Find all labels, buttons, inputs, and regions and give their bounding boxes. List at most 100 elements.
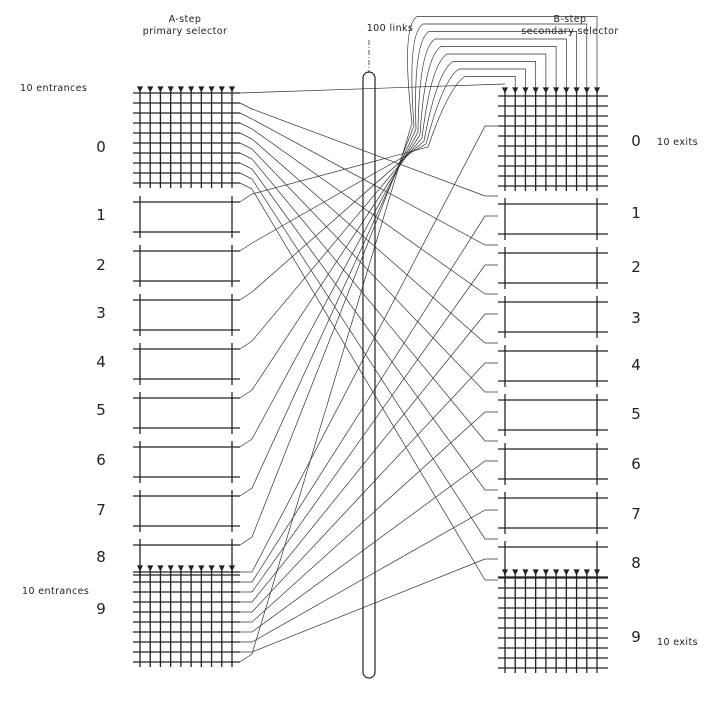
- b-selector-4: [498, 345, 608, 387]
- link-wire: [239, 182, 498, 581]
- a-selector-2: [133, 245, 240, 287]
- b-selector-number: 8: [631, 554, 641, 572]
- entrance-arrow-icon: [188, 565, 195, 572]
- b-selector-number: 4: [631, 356, 641, 374]
- entrance-arrow-icon: [542, 569, 549, 576]
- link-wire: [239, 132, 498, 344]
- a-selector-number: 0: [96, 138, 106, 156]
- link-wire: [239, 142, 498, 393]
- entrance-arrow-icon: [167, 86, 174, 93]
- b-selector-3: [498, 296, 608, 338]
- a-step-title: A-step: [169, 14, 202, 25]
- b-selector-number: 2: [631, 258, 641, 276]
- link-wire: [239, 122, 498, 295]
- link-wire: [239, 112, 498, 246]
- link-wire: [240, 460, 498, 633]
- entrance-arrow-icon: [157, 86, 164, 93]
- a-selector-3: [133, 294, 240, 336]
- b-selector-9: [498, 569, 608, 673]
- a-selector-5: [133, 392, 240, 434]
- link-wire: [240, 313, 498, 603]
- entrance-arrow-icon: [177, 86, 184, 93]
- a-selector-number: 8: [96, 548, 106, 566]
- link-bar: [362, 40, 376, 679]
- entrance-arrow-icon: [593, 569, 601, 576]
- link-wire: [239, 68, 526, 252]
- b-selector-number: 3: [631, 309, 641, 327]
- entrance-arrow-icon: [208, 565, 215, 572]
- a-step-subtitle: primary selector: [143, 26, 228, 37]
- link-wires: [239, 16, 598, 663]
- link-wire: [239, 16, 598, 663]
- b-selector-number: 6: [631, 455, 641, 473]
- entrance-arrow-icon: [542, 87, 549, 94]
- b-selector-number: 1: [631, 204, 641, 222]
- link-wire: [240, 362, 498, 613]
- entrance-arrow-icon: [573, 87, 580, 94]
- link-wire: [240, 215, 498, 583]
- entrances-top-label: 10 entrances: [20, 83, 87, 94]
- b-step-title: B-step: [554, 14, 587, 25]
- a-selector-number: 2: [96, 256, 106, 274]
- entrance-arrow-icon: [218, 86, 225, 93]
- entrance-arrow-icon: [147, 86, 154, 93]
- entrance-arrow-icon: [501, 87, 509, 94]
- link-wire: [240, 411, 498, 623]
- entrance-arrow-icon: [208, 86, 215, 93]
- selector-blocks: [133, 86, 608, 673]
- entrance-arrow-icon: [157, 565, 164, 572]
- a-selector-number: 4: [96, 353, 106, 371]
- b-selector-5: [498, 394, 608, 436]
- link-wire: [239, 53, 547, 350]
- entrance-arrow-icon: [228, 565, 236, 572]
- b-selector-number: 7: [631, 505, 641, 523]
- b-selector-6: [498, 443, 608, 485]
- b-selector-1: [498, 198, 608, 240]
- a-selector-number: 3: [96, 304, 106, 322]
- b-step-subtitle: secondary selector: [521, 26, 618, 37]
- exits-bottom-label: 10 exits: [657, 637, 698, 648]
- entrance-arrow-icon: [532, 87, 539, 94]
- a-selector-0: [133, 86, 240, 188]
- b-selector-7: [498, 492, 608, 534]
- link-wire: [240, 509, 498, 643]
- entrance-arrow-icon: [167, 565, 174, 572]
- entrance-arrow-icon: [501, 569, 509, 576]
- link-wire: [240, 264, 498, 593]
- entrance-arrow-icon: [198, 86, 205, 93]
- entrance-arrow-icon: [522, 569, 529, 576]
- entrance-arrow-icon: [522, 87, 529, 94]
- b-selector-number: 5: [631, 405, 641, 423]
- a-selector-1: [133, 196, 240, 238]
- link-wire: [240, 558, 498, 653]
- entrance-arrow-icon: [532, 569, 539, 576]
- entrance-arrow-icon: [553, 87, 560, 94]
- a-selector-number: 9: [96, 600, 106, 618]
- entrance-arrow-icon: [136, 86, 144, 93]
- entrance-arrow-icon: [198, 565, 205, 572]
- link-wire: [239, 172, 498, 540]
- exits-top-label: 10 exits: [657, 137, 698, 148]
- entrance-arrow-icon: [136, 565, 144, 572]
- entrance-arrow-icon: [583, 87, 590, 94]
- entrance-arrow-icon: [583, 569, 590, 576]
- entrance-arrow-icon: [218, 565, 225, 572]
- link-wire: [239, 23, 588, 546]
- links-label: 100 links: [367, 23, 414, 34]
- entrance-arrow-icon: [147, 565, 154, 572]
- link-wire: [239, 46, 557, 399]
- b-selector-number: 0: [631, 132, 641, 150]
- entrance-arrow-icon: [228, 86, 236, 93]
- a-selector-number: 5: [96, 401, 106, 419]
- link-wire: [240, 125, 498, 573]
- a-selector-6: [133, 441, 240, 483]
- entrance-arrow-icon: [512, 87, 519, 94]
- entrance-arrow-icon: [553, 569, 560, 576]
- link-wire: [239, 31, 577, 497]
- a-selector-7: [133, 490, 240, 532]
- entrance-arrow-icon: [188, 86, 195, 93]
- entrances-bottom-label: 10 entrances: [22, 586, 89, 597]
- b-selector-0: [498, 87, 608, 191]
